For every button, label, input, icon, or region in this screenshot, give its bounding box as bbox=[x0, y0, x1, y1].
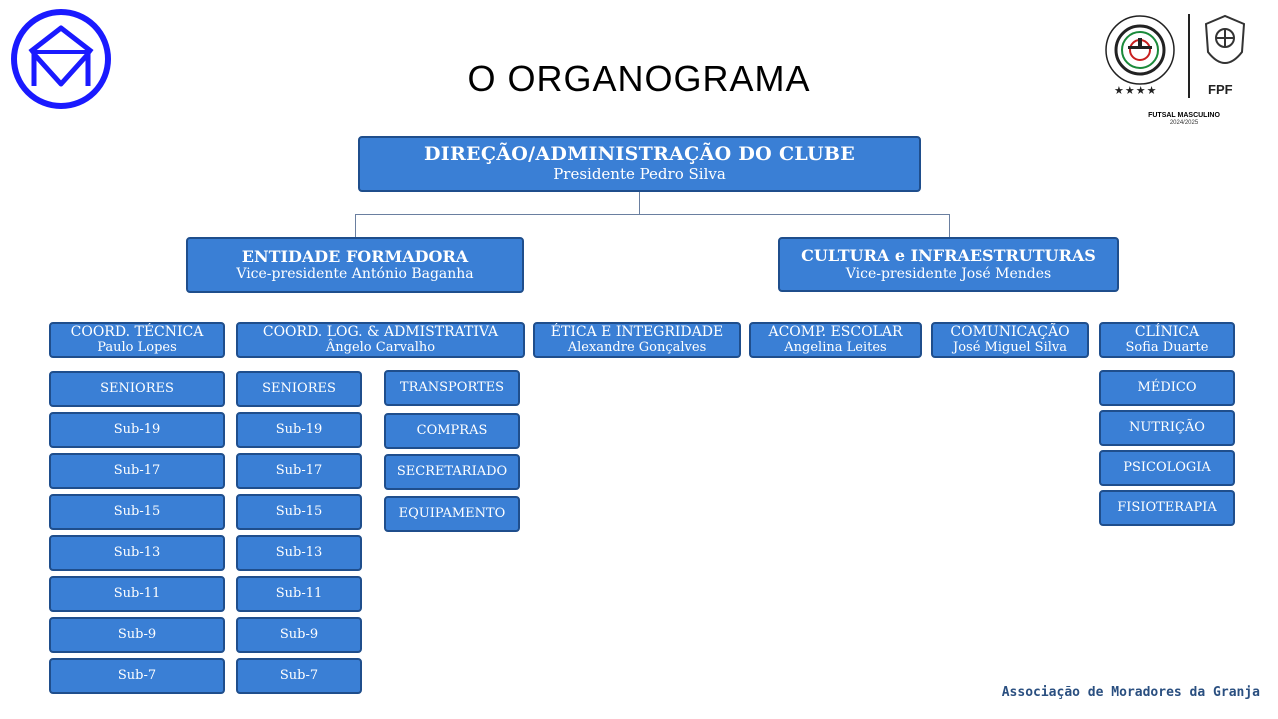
certification-badge bbox=[1105, 15, 1175, 85]
dept-subtitle: José Miguel Silva bbox=[953, 339, 1067, 355]
connector-top-down bbox=[639, 192, 640, 214]
fpf-crest-icon bbox=[1204, 14, 1246, 64]
tecnica-team-box: Sub-13 bbox=[49, 535, 225, 571]
dept-comunicacao: COMUNICAÇÃO José Miguel Silva bbox=[931, 322, 1089, 358]
entidade-formadora-box: ENTIDADE FORMADORA Vice-presidente Antón… bbox=[186, 237, 524, 293]
badge-divider bbox=[1188, 14, 1190, 98]
clinica-service-box: NUTRIÇÃO bbox=[1099, 410, 1235, 446]
tecnica-team-box: Sub-7 bbox=[49, 658, 225, 694]
entidade-formadora-title: ENTIDADE FORMADORA bbox=[241, 246, 469, 266]
logistica-team-box: Sub-19 bbox=[236, 412, 362, 448]
dept-subtitle: Ângelo Carvalho bbox=[325, 339, 436, 355]
logistica-team-box: SENIORES bbox=[236, 371, 362, 407]
logistica-team-box: Sub-15 bbox=[236, 494, 362, 530]
logistica-team-box: Sub-17 bbox=[236, 453, 362, 489]
dept-title: COORD. TÉCNICA bbox=[70, 324, 204, 341]
clinica-service-box: MÉDICO bbox=[1099, 370, 1235, 406]
page-title: O ORGANOGRAMA bbox=[467, 58, 811, 99]
connector-horizontal bbox=[355, 214, 950, 215]
cultura-infraestruturas-title: CULTURA e INFRAESTRUTURAS bbox=[801, 246, 1096, 266]
dept-subtitle: Sofia Duarte bbox=[1125, 339, 1209, 355]
badge-stars: ★★★★ bbox=[1114, 84, 1158, 97]
direcao-subtitle: Presidente Pedro Silva bbox=[553, 165, 726, 184]
dept-subtitle: Angelina Leites bbox=[784, 339, 887, 355]
entidade-formadora-subtitle: Vice-presidente António Baganha bbox=[236, 266, 474, 283]
logistica-service-box: SECRETARIADO bbox=[384, 454, 520, 490]
badge-caption: FUTSAL MASCULINO bbox=[1148, 112, 1220, 119]
logistica-service-box: TRANSPORTES bbox=[384, 370, 520, 406]
clinica-service-box: PSICOLOGIA bbox=[1099, 450, 1235, 486]
badge-season: 2024/2025 bbox=[1169, 120, 1199, 126]
cultura-infraestruturas-box: CULTURA e INFRAESTRUTURAS Vice-president… bbox=[778, 237, 1119, 292]
direcao-title: DIREÇÃO/ADMINISTRAÇÃO DO CLUBE bbox=[424, 143, 855, 166]
connector-left-down bbox=[355, 214, 356, 237]
clinica-service-box: FISIOTERAPIA bbox=[1099, 490, 1235, 526]
dept-coord-logistica: COORD. LOG. & ADMISTRATIVA Ângelo Carval… bbox=[236, 322, 525, 358]
tecnica-team-box: SENIORES bbox=[49, 371, 225, 407]
tecnica-team-box: Sub-9 bbox=[49, 617, 225, 653]
dept-title: CLÍNICA bbox=[1134, 324, 1200, 341]
connector-right-down bbox=[949, 214, 950, 237]
footer-association-name: Associação de Moradores da Granja bbox=[1001, 685, 1260, 700]
dept-title: COMUNICAÇÃO bbox=[950, 324, 1070, 341]
club-logo bbox=[11, 9, 111, 109]
tecnica-team-box: Sub-11 bbox=[49, 576, 225, 612]
fpf-label: FPF bbox=[1208, 82, 1233, 97]
dept-subtitle: Alexandre Gonçalves bbox=[567, 339, 707, 355]
direcao-box: DIREÇÃO/ADMINISTRAÇÃO DO CLUBE President… bbox=[358, 136, 921, 192]
dept-subtitle: Paulo Lopes bbox=[97, 339, 177, 355]
logistica-team-box: Sub-11 bbox=[236, 576, 362, 612]
logistica-team-box: Sub-9 bbox=[236, 617, 362, 653]
dept-clinica: CLÍNICA Sofia Duarte bbox=[1099, 322, 1235, 358]
logistica-service-box: COMPRAS bbox=[384, 413, 520, 449]
dept-acomp-escolar: ACOMP. ESCOLAR Angelina Leites bbox=[749, 322, 922, 358]
logistica-team-box: Sub-7 bbox=[236, 658, 362, 694]
logistica-team-box: Sub-13 bbox=[236, 535, 362, 571]
dept-title: ACOMP. ESCOLAR bbox=[768, 324, 903, 341]
dept-etica-integridade: ÉTICA E INTEGRIDADE Alexandre Gonçalves bbox=[533, 322, 741, 358]
dept-coord-tecnica: COORD. TÉCNICA Paulo Lopes bbox=[49, 322, 225, 358]
tecnica-team-box: Sub-17 bbox=[49, 453, 225, 489]
dept-title: ÉTICA E INTEGRIDADE bbox=[550, 324, 724, 341]
tecnica-team-box: Sub-19 bbox=[49, 412, 225, 448]
cultura-infraestruturas-subtitle: Vice-presidente José Mendes bbox=[845, 265, 1052, 282]
logistica-service-box: EQUIPAMENTO bbox=[384, 496, 520, 532]
tecnica-team-box: Sub-15 bbox=[49, 494, 225, 530]
dept-title: COORD. LOG. & ADMISTRATIVA bbox=[262, 324, 499, 341]
